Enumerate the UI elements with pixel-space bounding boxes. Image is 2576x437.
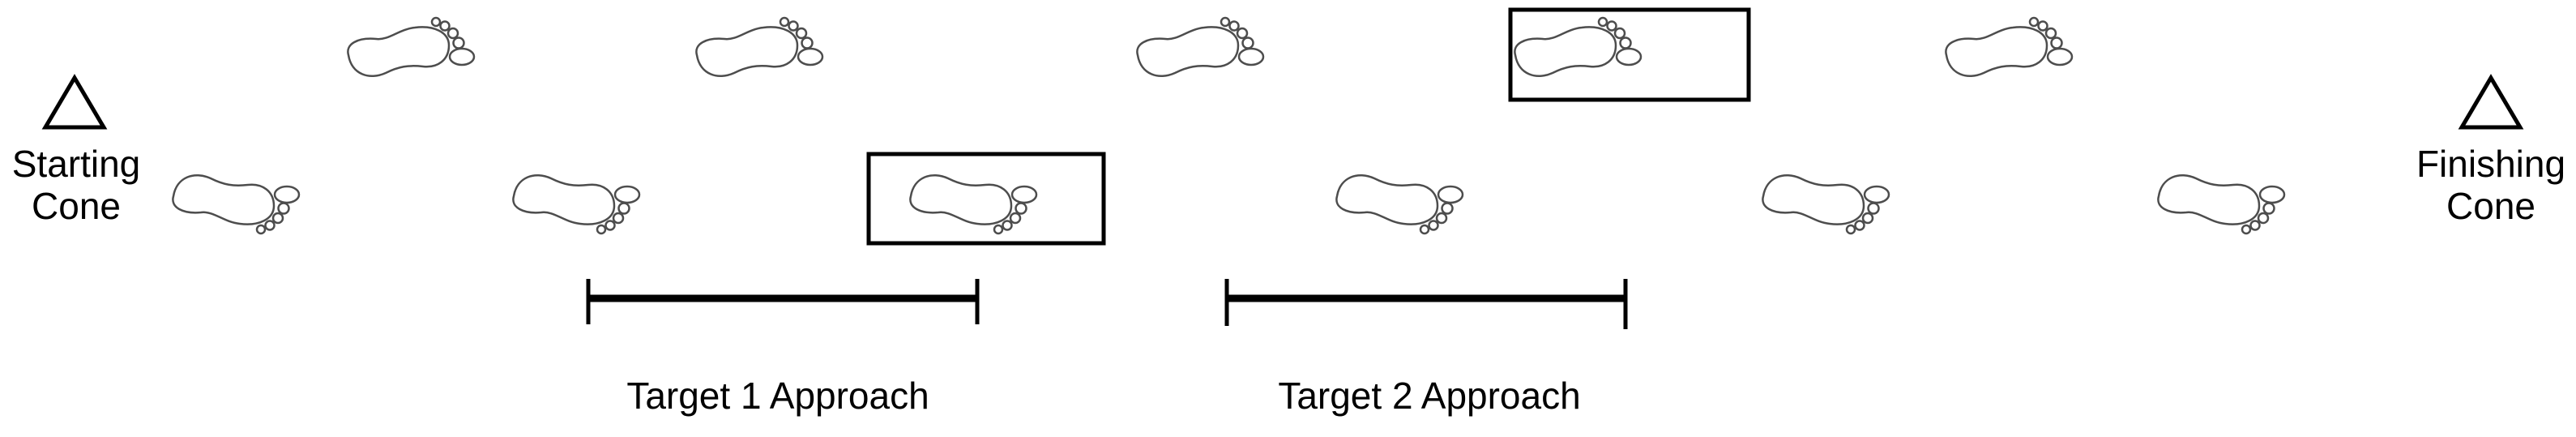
footprint-icon	[1136, 16, 1265, 78]
target-1-approach-bracket	[586, 279, 980, 324]
starting-cone: Starting Cone	[12, 74, 141, 227]
footprint-icon	[910, 175, 1036, 233]
footprint-icon	[2158, 175, 2284, 233]
finishing-cone: Finishing Cone	[2416, 74, 2565, 227]
footprint-icon	[1762, 175, 1889, 233]
footprint-icon	[695, 16, 824, 78]
finishing-cone-label-line1: Finishing	[2416, 143, 2565, 185]
footprint-icon	[173, 175, 299, 233]
starting-cone-label-line1: Starting	[12, 143, 141, 185]
target-1-approach-label: Target 1 Approach	[626, 375, 929, 417]
target-2-approach-label: Target 2 Approach	[1278, 375, 1580, 417]
finishing-cone-label-line2: Cone	[2446, 185, 2535, 227]
footprint-icon	[1336, 175, 1463, 233]
target-2-box	[1508, 7, 1751, 102]
target-1-box	[866, 152, 1106, 246]
footprint-icon	[513, 175, 639, 233]
footprints-bottom-row	[173, 175, 2284, 233]
footprint-icon	[1945, 16, 2074, 78]
footprint-icon	[347, 16, 476, 78]
footprints-top-row	[347, 16, 2074, 78]
footprint-icon	[1514, 16, 1643, 78]
cone-triangle-icon	[2458, 74, 2524, 130]
starting-cone-label-line2: Cone	[32, 185, 121, 227]
cone-triangle-icon	[41, 74, 108, 130]
target-2-approach-bracket	[1224, 279, 1628, 329]
